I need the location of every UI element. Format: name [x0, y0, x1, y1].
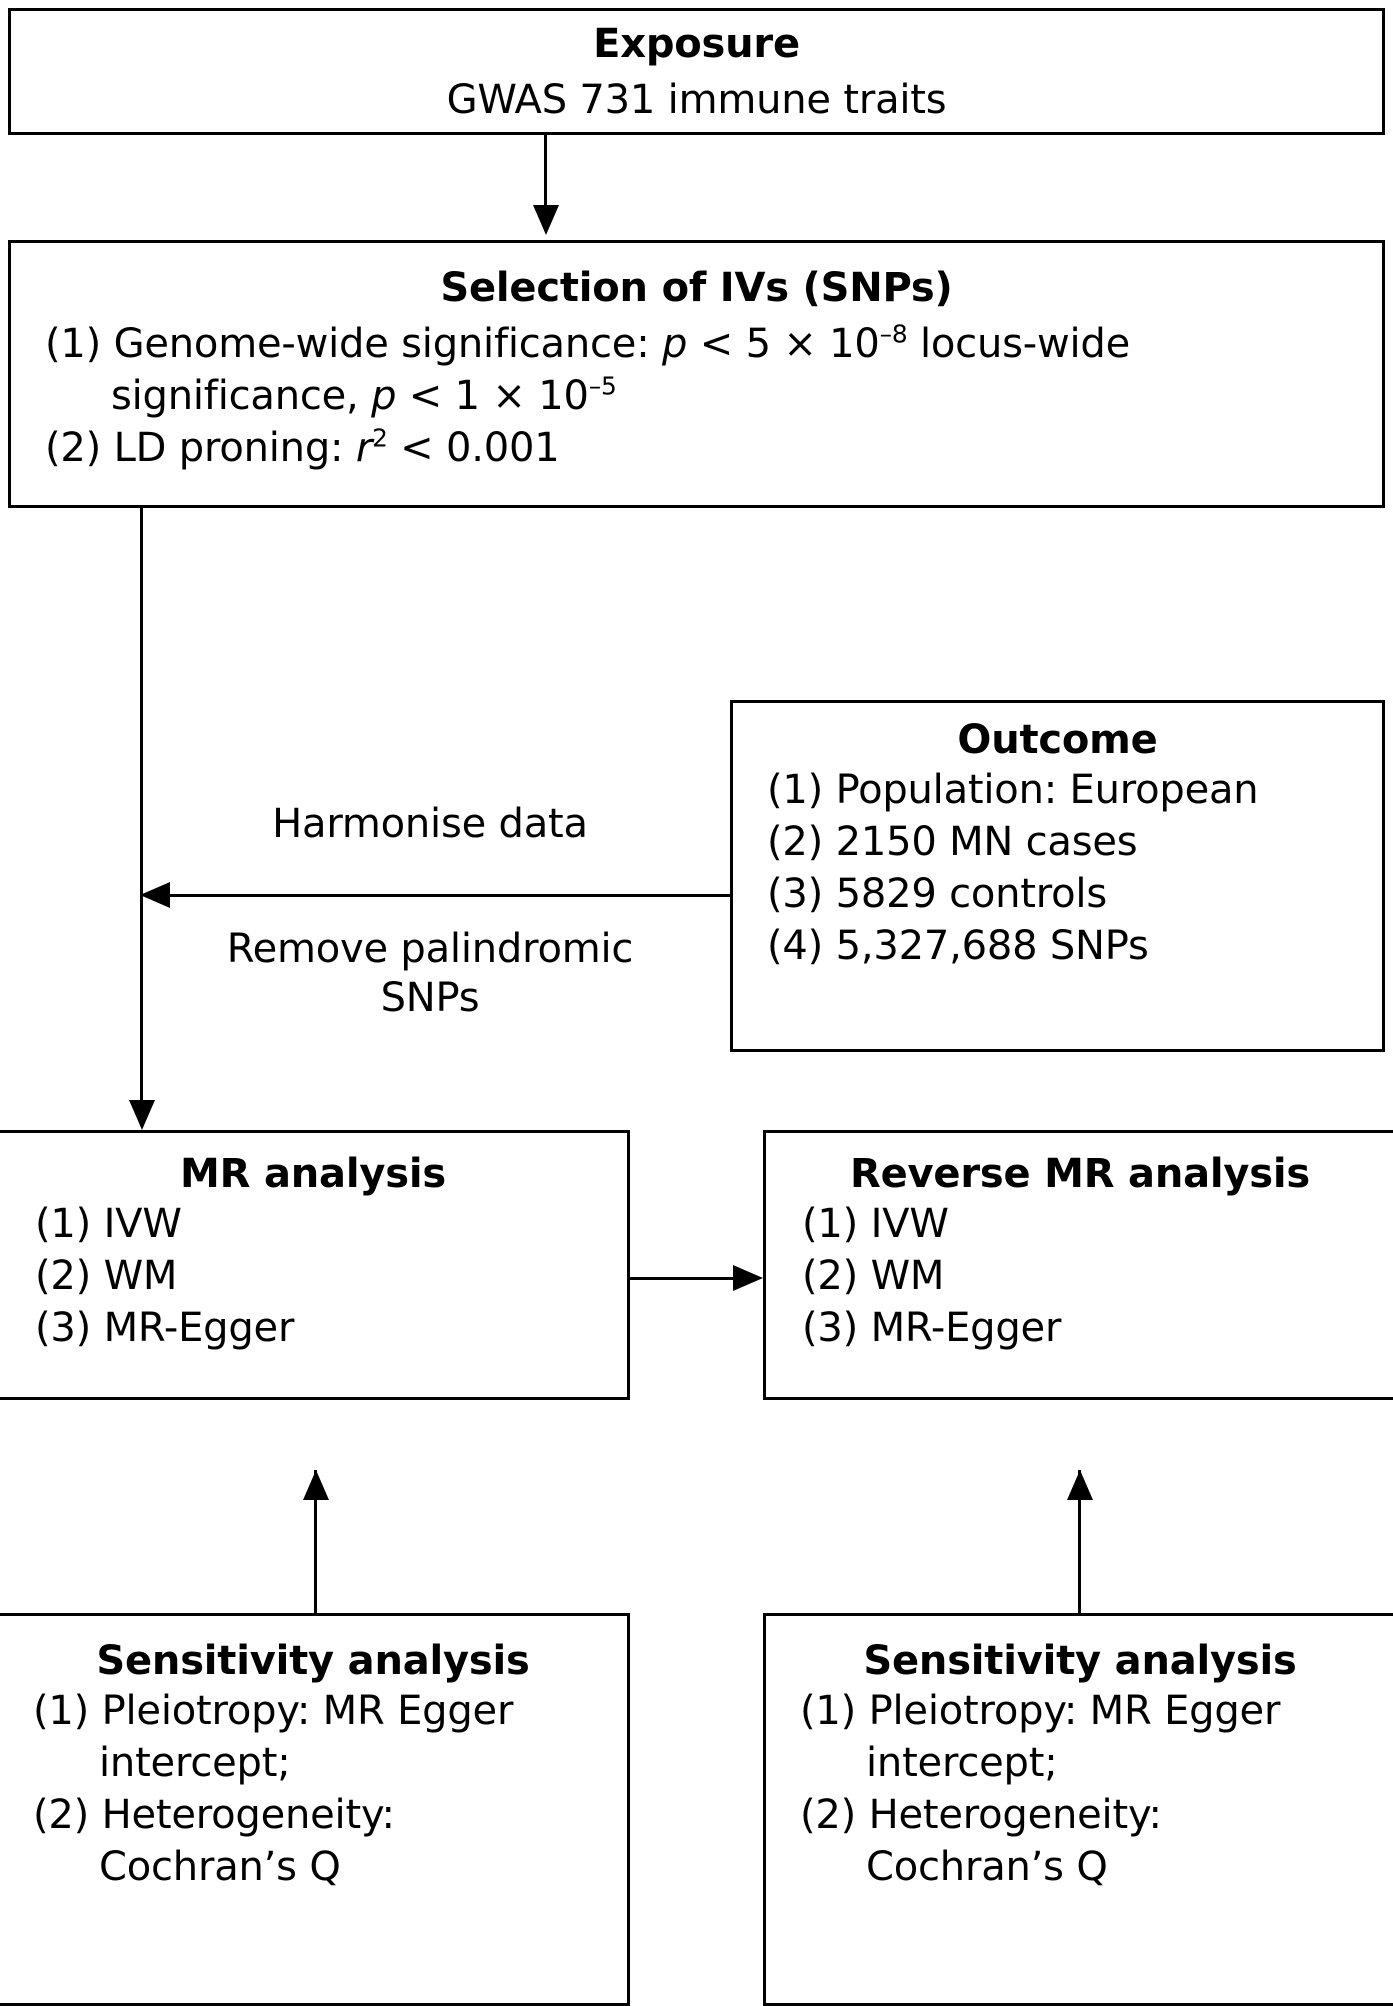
connector-mr-to-reverse-mr — [630, 1277, 735, 1280]
selection-line2-p: p — [371, 373, 397, 420]
sensitivity-left-line-4: Cochran’s Q — [99, 1844, 341, 1891]
arrow-sensitivity-right-to-reverse-mr — [1067, 1470, 1093, 1500]
selection-line-2: significance, p < 1 × 10–5 — [11, 370, 1382, 422]
outcome-line-2: (2) 2150 MN cases — [767, 819, 1138, 866]
sensitivity-left-line-1: (1) Pleiotropy: MR Egger — [33, 1688, 514, 1735]
node-exposure: Exposure GWAS 731 immune traits — [8, 8, 1385, 135]
sensitivity-right-line-3: (2) Heterogeneity: — [800, 1792, 1162, 1839]
node-mr-analysis: MR analysis (1) IVW (2) WM (3) MR-Egger — [0, 1130, 630, 1400]
selection-line2-text-a: significance, — [111, 373, 372, 420]
edge-label-palindromic-line-1: Remove palindromic — [226, 926, 634, 972]
sensitivity-left-line-2: intercept; — [99, 1740, 291, 1787]
arrow-outcome-to-pipeline — [140, 882, 170, 908]
outcome-line-4: (4) 5,327,688 SNPs — [767, 923, 1149, 970]
selection-line1-text-a: (1) Genome-wide significance: — [45, 321, 663, 368]
connector-exposure-to-selection — [544, 135, 547, 225]
selection-line1-exponent: –8 — [879, 319, 908, 349]
connector-outcome-to-pipeline — [160, 894, 732, 897]
arrow-selection-to-mr — [129, 1100, 155, 1130]
selection-line1-text-b: < 5 × 10 — [687, 321, 880, 368]
selection-line1-p: p — [662, 321, 688, 368]
selection-line3-text-a: (2) LD proning: — [45, 425, 356, 472]
node-selection-of-ivs: Selection of IVs (SNPs) (1) Genome-wide … — [8, 240, 1385, 508]
mr-analysis-line-3: (3) MR-Egger — [35, 1305, 295, 1352]
outcome-title: Outcome — [957, 717, 1158, 763]
outcome-line-1: (1) Population: European — [767, 767, 1259, 814]
sensitivity-right-line-4: Cochran’s Q — [866, 1844, 1108, 1891]
node-sensitivity-analysis-right: Sensitivity analysis (1) Pleiotropy: MR … — [763, 1613, 1393, 2006]
reverse-mr-analysis-line-2: (2) WM — [802, 1253, 945, 1300]
edge-label-palindromic-line-2: SNPs — [380, 974, 480, 1021]
connector-sensitivity-left-to-mr — [314, 1470, 317, 1615]
exposure-title: Exposure — [593, 21, 800, 67]
node-reverse-mr-analysis: Reverse MR analysis (1) IVW (2) WM (3) M… — [763, 1130, 1393, 1400]
sensitivity-left-title: Sensitivity analysis — [96, 1638, 530, 1684]
exposure-line-1: GWAS 731 immune traits — [446, 77, 947, 124]
reverse-mr-analysis-line-3: (3) MR-Egger — [802, 1305, 1062, 1352]
selection-line2-text-b: < 1 × 10 — [396, 373, 589, 420]
sensitivity-right-title: Sensitivity analysis — [863, 1638, 1297, 1684]
edge-label-harmonise-data: Harmonise data — [272, 801, 588, 847]
sensitivity-left-line-3: (2) Heterogeneity: — [33, 1792, 395, 1839]
connector-selection-to-mr — [140, 508, 143, 1126]
reverse-mr-analysis-line-1: (1) IVW — [802, 1201, 949, 1248]
connector-sensitivity-right-to-reverse-mr — [1078, 1470, 1081, 1615]
selection-title: Selection of IVs (SNPs) — [440, 265, 953, 311]
node-outcome: Outcome (1) Population: European (2) 215… — [730, 700, 1385, 1052]
selection-line-1: (1) Genome-wide significance: p < 5 × 10… — [11, 318, 1382, 370]
node-sensitivity-analysis-left: Sensitivity analysis (1) Pleiotropy: MR … — [0, 1613, 630, 2006]
mr-analysis-line-1: (1) IVW — [35, 1201, 182, 1248]
outcome-line-3: (3) 5829 controls — [767, 871, 1107, 918]
selection-line-3: (2) LD proning: r2 < 0.001 — [11, 422, 1382, 474]
edge-label-remove-palindromic-snps: Remove palindromic SNPs — [150, 925, 710, 1023]
sensitivity-right-line-1: (1) Pleiotropy: MR Egger — [800, 1688, 1281, 1735]
selection-line1-text-c: locus-wide — [907, 321, 1130, 368]
selection-line3-r: r — [355, 425, 373, 472]
arrow-sensitivity-left-to-mr — [303, 1470, 329, 1500]
reverse-mr-analysis-title: Reverse MR analysis — [849, 1151, 1311, 1197]
selection-line3-text-b: < 0.001 — [387, 425, 560, 472]
selection-line3-exponent: 2 — [372, 423, 388, 453]
selection-line2-exponent: –5 — [588, 371, 617, 401]
arrow-exposure-to-selection — [533, 205, 559, 235]
mr-analysis-line-2: (2) WM — [35, 1253, 178, 1300]
arrow-mr-to-reverse-mr — [733, 1265, 763, 1291]
sensitivity-right-line-2: intercept; — [866, 1740, 1058, 1787]
mr-analysis-title: MR analysis — [180, 1151, 446, 1197]
